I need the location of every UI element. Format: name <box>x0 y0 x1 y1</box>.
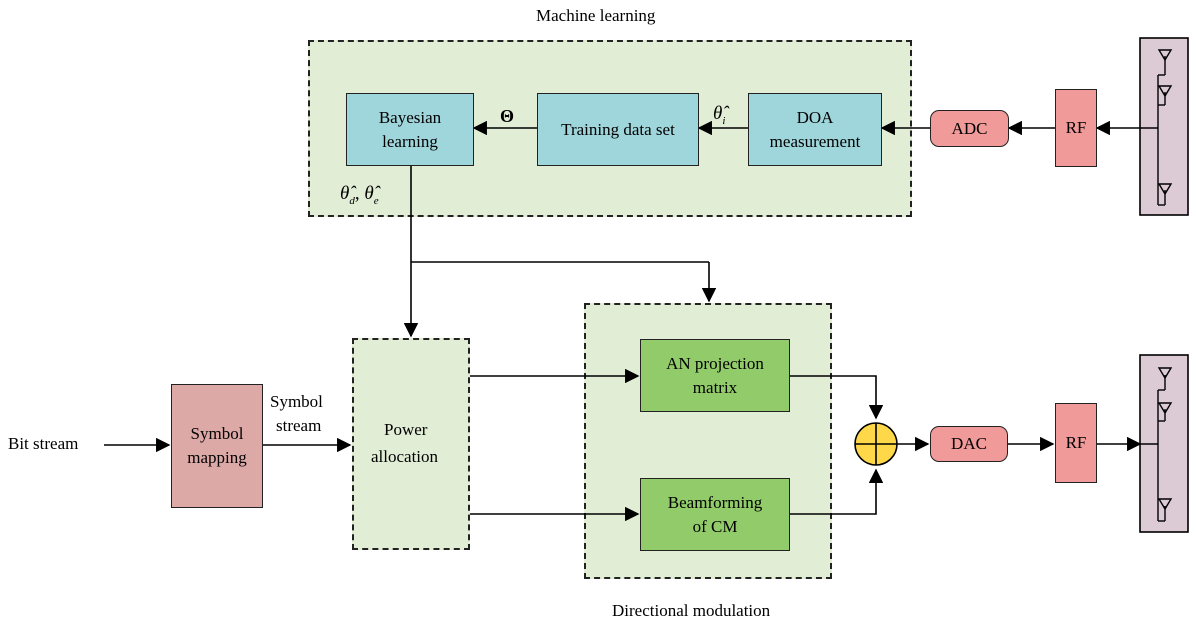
dac-label: DAC <box>951 434 987 453</box>
antenna-icon <box>1157 183 1173 205</box>
antenna-icon <box>1157 402 1173 421</box>
antenna-icon <box>1157 85 1173 105</box>
doa-measurement-block: DOA measurement <box>748 93 882 166</box>
bayesian-label-2: learning <box>382 131 438 151</box>
symbol-stream-label-1: Symbol <box>270 392 323 411</box>
beamforming-label-1: Beamforming <box>667 492 763 512</box>
theta-comma: , <box>354 183 360 204</box>
theta-big-label: Θ <box>500 105 514 127</box>
theta-big-text: Θ <box>500 106 515 126</box>
adc-block: ADC <box>930 110 1009 147</box>
bayesian-learning-block: Bayesian learning <box>346 93 474 166</box>
an-projection-block: AN projection matrix <box>640 339 790 412</box>
adder-icon <box>854 422 898 466</box>
doa-label-1: DOA <box>796 107 834 127</box>
bit-stream-label: Bit stream <box>8 434 79 453</box>
theta-e-sub: e <box>373 194 379 207</box>
antenna-icon <box>1157 498 1173 521</box>
antenna-array-bottom <box>1139 354 1189 533</box>
training-data-set-block: Training data set <box>537 93 699 166</box>
power-allocation-block <box>352 338 470 550</box>
directional-modulation-title: Directional modulation <box>612 601 771 620</box>
machine-learning-title: Machine learning <box>536 6 656 25</box>
rf-top-label: RF <box>1065 118 1087 137</box>
dac-block: DAC <box>930 426 1008 462</box>
theta-d-text: θ̂ <box>340 183 350 204</box>
beamforming-block: Beamforming of CM <box>640 478 790 551</box>
theta-d-sub: d <box>349 194 355 207</box>
training-label: Training data set <box>561 119 675 139</box>
symbol-mapping-label-2: mapping <box>187 448 247 467</box>
an-projection-label-2: matrix <box>692 377 738 397</box>
bayesian-label-1: Bayesian <box>378 107 442 127</box>
symbol-mapping-label-1: Symbol <box>190 424 244 443</box>
theta-i-label: θ̂i <box>713 103 725 132</box>
antenna-icon <box>1157 367 1173 390</box>
theta-de-label: θ̂d, θ̂e <box>340 183 379 212</box>
theta-e-text: θ̂ <box>364 183 374 204</box>
an-projection-label-1: AN projection <box>666 353 764 373</box>
adc-label: ADC <box>951 118 988 138</box>
symbol-stream-label-2: stream <box>276 416 322 435</box>
theta-i-text: θ̂ <box>713 103 723 124</box>
theta-i-sub: i <box>722 114 726 127</box>
beamforming-label-2: of CM <box>692 516 738 536</box>
antenna-icon <box>1157 49 1173 75</box>
arrow-bf-to-adder <box>790 468 884 515</box>
power-allocation-label-1: Power <box>384 420 428 439</box>
rf-bottom-label: RF <box>1065 433 1087 452</box>
symbol-mapping-block: Symbol mapping <box>171 384 263 508</box>
doa-label-2: measurement <box>769 131 861 151</box>
rf-bottom-block: RF <box>1055 403 1097 483</box>
power-allocation-label-2: allocation <box>371 447 439 466</box>
rf-top-block: RF <box>1055 89 1097 167</box>
arrow-an-to-adder <box>790 375 884 420</box>
antenna-array-top <box>1139 37 1189 216</box>
